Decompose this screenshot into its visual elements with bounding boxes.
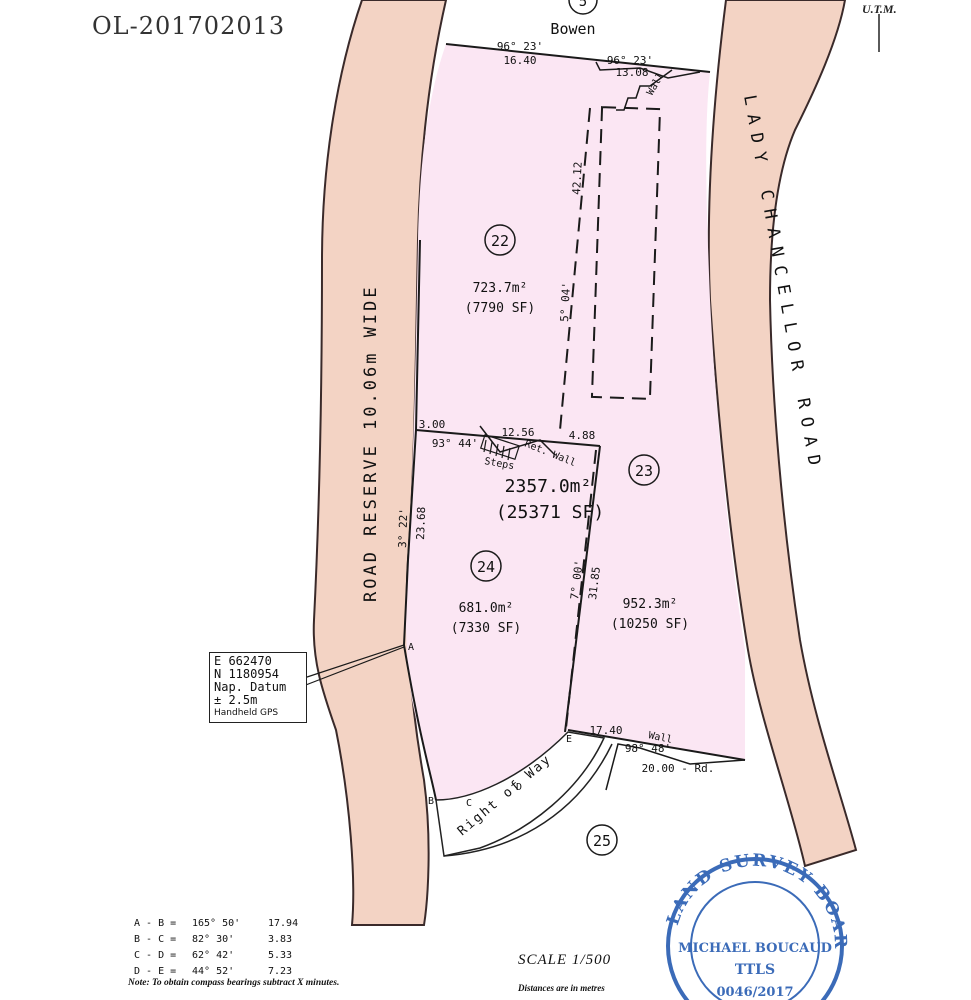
file-reference: OL-201702013 xyxy=(92,12,286,40)
bearing-bearing: 82° 30' xyxy=(192,934,235,945)
total-area-m: 2357.0m² xyxy=(505,476,592,497)
top-wall-zigzag xyxy=(616,69,673,111)
lot25-number: 25 xyxy=(593,832,611,850)
inner-length: 42.12 xyxy=(570,161,585,195)
lot22-number: 22 xyxy=(491,232,509,250)
lower-bearing: 7° 00' xyxy=(568,559,586,600)
mid-left-length: 3.00 xyxy=(419,418,446,431)
parcel-area xyxy=(405,44,745,800)
retaining-wall xyxy=(479,425,556,456)
distances-note: Distances are in metres xyxy=(518,983,605,993)
bottom-length: 17.40 xyxy=(589,724,622,737)
point-a: A xyxy=(408,642,414,653)
bottom-rd: 20.00 - Rd. xyxy=(642,762,715,775)
bearing-bearing: 44° 52' xyxy=(192,966,235,977)
lady-chancellor-road xyxy=(707,0,858,868)
lot24-circle xyxy=(470,550,502,582)
stamp-name: MICHAEL BOUCAUD xyxy=(678,941,832,956)
lot23-circle xyxy=(628,454,660,486)
compass-note: Note: To obtain compass bearings subtrac… xyxy=(128,978,340,988)
lot22-area-sf: (7790 SF) xyxy=(465,301,535,316)
gps-leader-1 xyxy=(297,644,405,681)
bearing-leg: D - E = xyxy=(134,966,177,977)
dashed-division-upper xyxy=(559,107,591,431)
lot24-area-m: 681.0m² xyxy=(459,601,514,616)
bearing-distance: 17.94 xyxy=(268,918,299,929)
right-of-way-strip xyxy=(435,731,606,857)
mid-bearing: 93° 44' xyxy=(432,437,478,450)
utm-label: U.T.M. xyxy=(862,2,897,16)
left-length: 23.68 xyxy=(414,507,428,541)
top-length-1: 16.40 xyxy=(503,54,536,67)
bearing-leg: A - B = xyxy=(134,918,177,929)
point-e: E xyxy=(566,734,572,745)
left-bearing: 3° 22' xyxy=(396,508,410,548)
lot-top-number: 5 xyxy=(579,0,587,10)
top-bearing-2: 96° 23' xyxy=(607,54,653,67)
bearing-leg: B - C = xyxy=(134,934,177,945)
point-d: D xyxy=(516,782,522,793)
bearing-row: D - E = 44° 52' 7.23 xyxy=(134,964,308,980)
lot23-number: 23 xyxy=(635,462,653,480)
stamp-number: 0046/2017 xyxy=(716,985,793,1000)
lot22-circle xyxy=(484,224,516,256)
gps-leader-2 xyxy=(297,646,405,689)
bearing-row: C - D = 62° 42' 5.33 xyxy=(134,948,308,964)
bearing-bearing: 62° 42' xyxy=(192,950,235,961)
lot25-boundary xyxy=(443,743,613,857)
bottom-bearing: 98° 48' xyxy=(625,742,671,755)
lot24-area-sf: (7330 SF) xyxy=(451,621,521,636)
bearing-distance: 7.23 xyxy=(268,966,293,977)
boundaries xyxy=(403,43,746,801)
lower-length: 31.85 xyxy=(586,566,603,600)
point-c: C xyxy=(466,798,472,809)
lot25-circle xyxy=(586,824,618,856)
lot23-area-sf: (10250 SF) xyxy=(611,617,689,632)
bearing-row: A - B = 165° 50' 17.94 xyxy=(134,916,308,932)
point-b: B xyxy=(428,796,434,807)
bearing-distance: 5.33 xyxy=(268,950,293,961)
bearing-leg: C - D = xyxy=(134,950,177,961)
wall-bottom-label: Wall xyxy=(647,730,673,746)
scale-label: SCALE 1/500 xyxy=(518,952,612,968)
bearings-table: A - B = 165° 50' 17.94 B - C = 82° 30' 3.83 C … xyxy=(134,916,308,980)
lot-top-circle xyxy=(568,0,598,15)
inner-bearing: 5° 04' xyxy=(558,282,573,322)
lot22-area-m: 723.7m² xyxy=(473,281,528,296)
dashed-division-lower xyxy=(565,449,597,729)
gps-datum: Nap. Datum xyxy=(214,680,287,694)
top-length-2: 13.08 xyxy=(615,66,648,79)
mid-length: 12.56 xyxy=(501,426,534,439)
steps-label: Steps xyxy=(483,456,515,472)
mid-right-length: 4.88 xyxy=(569,429,596,442)
bowen-road-label: Bowen xyxy=(550,20,595,38)
lot23-area-m: 952.3m² xyxy=(623,597,678,612)
lot24-number: 24 xyxy=(477,558,495,576)
gps-easting: E 662470 xyxy=(214,654,272,668)
steps-hatch xyxy=(479,434,521,461)
bearing-distance: 3.83 xyxy=(268,934,293,945)
top-wall xyxy=(595,61,701,79)
gps-coordinates-box: E 662470 N 1180954 Nap. Datum ± 2.5m Han… xyxy=(209,652,307,723)
gps-northing: N 1180954 xyxy=(214,667,280,681)
road-reserve-label: ROAD RESERVE 10.06m WIDE xyxy=(361,284,381,602)
bottom-wall xyxy=(605,743,746,791)
stamp-title: TTLS xyxy=(735,962,775,978)
bearing-row: B - C = 82° 30' 3.83 xyxy=(134,932,308,948)
gps-accuracy: ± 2.5m xyxy=(214,693,258,707)
top-bearing-1: 96° 23' xyxy=(497,40,543,53)
building-outline xyxy=(590,106,662,400)
total-area-sf: (25371 SF) xyxy=(496,502,604,523)
gps-method: Handheld GPS xyxy=(214,708,279,718)
bearing-bearing: 165° 50' xyxy=(192,918,241,929)
